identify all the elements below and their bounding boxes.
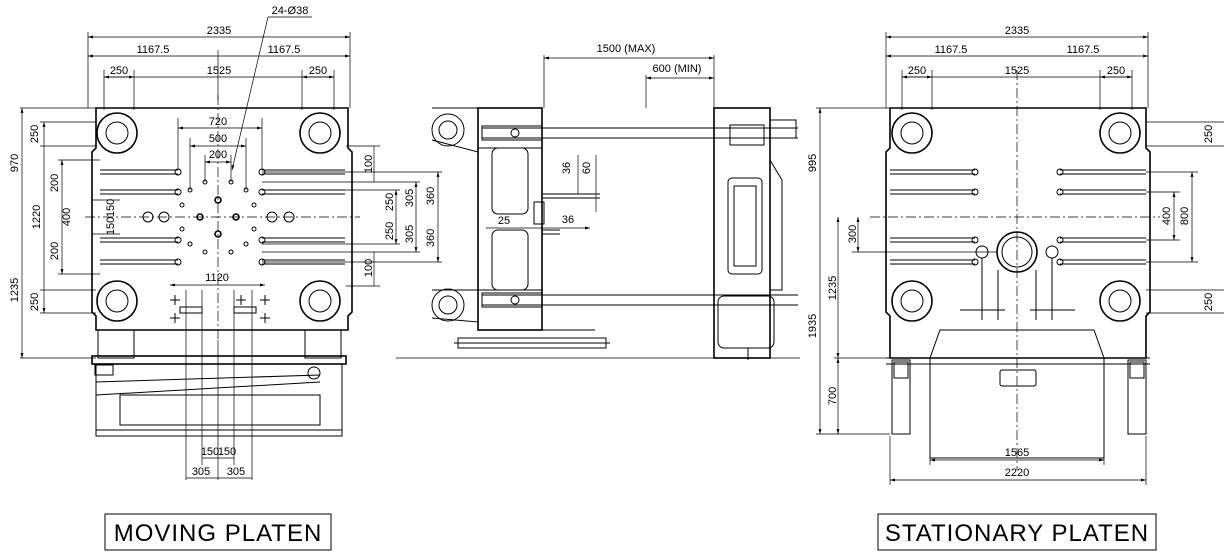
dim-250-right: 250: [309, 65, 327, 77]
dim-v400: 400: [61, 208, 73, 226]
tie-bar-hole-br: [299, 280, 341, 322]
dim-r305-a: 305: [404, 189, 416, 207]
dim-60: 60: [581, 162, 593, 174]
dim-1220: 1220: [31, 205, 43, 229]
dim-995: 995: [807, 154, 819, 172]
moving-platen-title: MOVING PLATEN: [114, 520, 323, 547]
moving-right-dims: 100 100 250 250 305 305 360 360: [262, 145, 442, 287]
dim-305-left: 305: [192, 466, 210, 478]
dim-r250-b: 250: [384, 222, 396, 240]
dim-st-r400: 400: [1161, 207, 1173, 225]
tie-bar-hole-tr: [299, 112, 341, 154]
stationary-platen-title: STATIONARY PLATEN: [885, 520, 1149, 547]
dim-st-r250-top: 250: [1203, 125, 1215, 143]
stationary-left-dims: 995 1935 1235 700 300: [807, 107, 997, 435]
moving-platen-title-box: [104, 513, 332, 551]
dim-v200-bottom: 200: [49, 242, 61, 260]
moving-bottom-dims: 150 150 305 305: [185, 290, 253, 480]
stationary-platen-title-box: [877, 513, 1157, 551]
dim-36-a: 36: [561, 162, 573, 174]
dim-r100-bottom: 100: [363, 259, 375, 277]
dim-r360-b: 360: [425, 229, 437, 247]
dim-st-r800: 800: [1179, 207, 1191, 225]
moving-left-dims: 970 1220 1235 250 250 200 400 200 150 15…: [9, 107, 120, 359]
stationary-platen-view: 2335 1167.5 1167.5 250 1525 250 1565 222…: [807, 25, 1224, 551]
dim-1525: 1525: [207, 65, 231, 77]
moving-platen-view: 2335 1167.5 1167.5 250 1525 250 24-Ø38 7…: [9, 5, 442, 551]
dim-150-right: 150: [218, 446, 236, 458]
moving-platen-outline: [91, 107, 353, 331]
dim-r250-a: 250: [384, 193, 396, 211]
dim-200: 200: [209, 149, 227, 161]
dim-st-r250-bottom: 250: [1203, 293, 1215, 311]
dim-r305-b: 305: [404, 225, 416, 243]
dim-1235: 1235: [9, 278, 21, 302]
dim-1167-5-left: 1167.5: [137, 44, 170, 56]
dim-v250-top: 250: [29, 125, 41, 143]
dim-2335: 2335: [207, 25, 231, 37]
side-view-dims: 1500 (MAX) 600 (MIN) 36 60 25 36: [486, 43, 715, 230]
dim-r360-a: 360: [425, 187, 437, 205]
dim-v150-a: 150: [105, 199, 117, 217]
dim-v250-bottom: 250: [29, 293, 41, 311]
dim-25: 25: [498, 215, 510, 227]
dim-720: 720: [209, 116, 227, 128]
tie-bar-hole-bl: [96, 280, 138, 322]
stationary-platen-outline: [885, 107, 1151, 359]
stationary-top-dims: 2335 1167.5 1167.5 250 1525 250: [885, 25, 1149, 110]
stationary-right-dims: 250 250 400 800: [1146, 121, 1224, 314]
platen-slots: [100, 169, 345, 265]
stationary-slots: [890, 168, 1146, 266]
hole-callout: 24-Ø38: [272, 5, 309, 17]
dim-v200-top: 200: [49, 174, 61, 192]
dim-1120: 1120: [205, 272, 229, 284]
side-view: 1500 (MAX) 600 (MIN) 36 60 25 36: [396, 43, 800, 360]
dim-970: 970: [9, 154, 21, 172]
lower-bolts: [170, 295, 270, 323]
dim-1565: 1565: [1005, 447, 1029, 459]
dim-st-250-left: 250: [908, 65, 926, 77]
dim-600-min: 600 (MIN): [653, 63, 702, 75]
dim-36-b: 36: [562, 214, 574, 226]
dim-st-1525: 1525: [1005, 65, 1029, 77]
stationary-bottom-dims: 1565 2220: [889, 436, 1147, 485]
moving-platen-base: [91, 329, 347, 437]
dim-v150-b: 150: [105, 217, 117, 235]
dim-250-left: 250: [110, 65, 128, 77]
dim-700: 700: [827, 387, 839, 405]
tie-bar-hole-tl: [96, 112, 138, 154]
dim-1167-5-right: 1167.5: [268, 44, 301, 56]
mounting-holes: [142, 168, 295, 266]
dim-st-1167-5-left: 1167.5: [935, 44, 968, 56]
dim-2220: 2220: [1005, 467, 1029, 479]
dim-305-right: 305: [227, 466, 245, 478]
dim-r100-top: 100: [363, 155, 375, 173]
dim-st-2335: 2335: [1005, 25, 1029, 37]
dim-st-250-right: 250: [1107, 65, 1125, 77]
dim-300: 300: [847, 225, 859, 243]
dim-1935: 1935: [807, 314, 819, 338]
dim-st-1167-5-right: 1167.5: [1067, 44, 1100, 56]
dim-st-1235: 1235: [827, 276, 839, 300]
dim-150-left: 150: [201, 446, 219, 458]
dim-1500-max: 1500 (MAX): [597, 43, 656, 55]
moving-top-dims: 2335 1167.5 1167.5 250 1525 250 24-Ø38 7…: [87, 5, 351, 287]
dim-500: 500: [209, 133, 227, 145]
